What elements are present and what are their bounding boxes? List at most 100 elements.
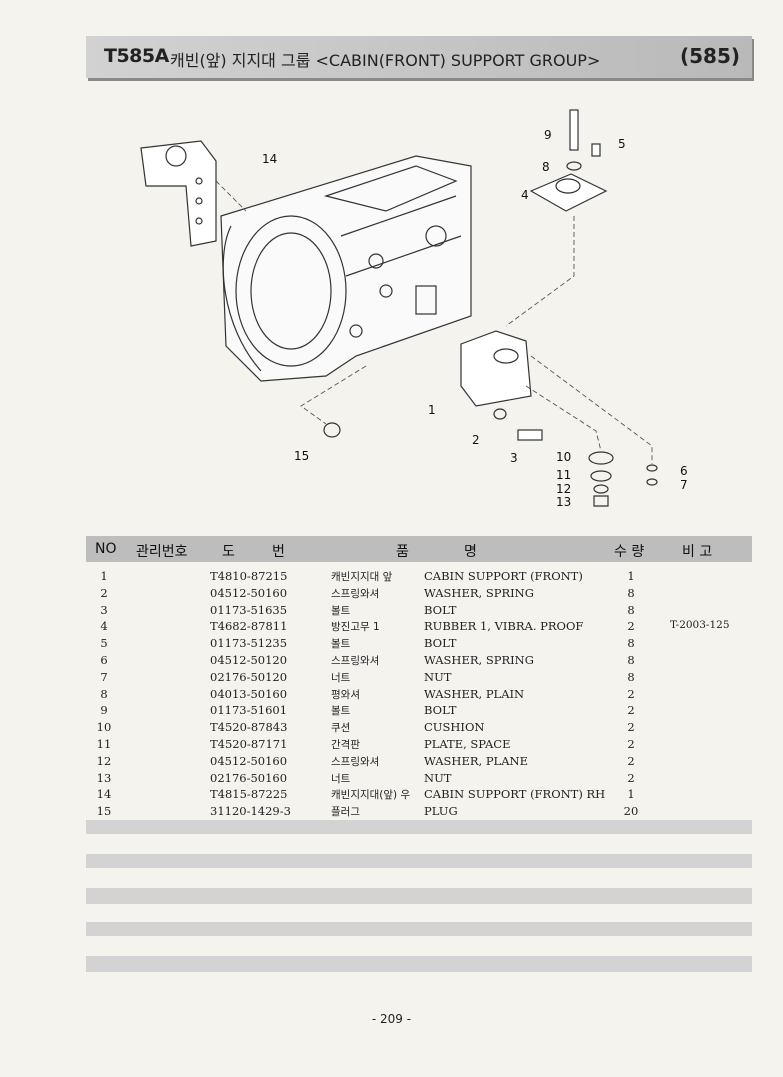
cell-part-number: T4682-87811: [210, 619, 288, 634]
callout-8: 8: [542, 160, 550, 174]
cell-korean-name: 방진고무 1: [331, 621, 380, 634]
cell-part-number: 01173-51601: [210, 703, 288, 718]
cell-english-name: WASHER, PLAIN: [424, 686, 525, 701]
cell-no: 4: [100, 619, 108, 634]
cell-no: 14: [96, 787, 112, 802]
cell-no: 7: [100, 669, 108, 684]
cell-no: 15: [96, 804, 112, 819]
cell-korean-name: 캐빈지지대 앞: [331, 571, 393, 583]
cell-quantity: 2: [627, 770, 635, 785]
header-name-2: 명: [464, 544, 477, 560]
cell-part-number: T4520-87843: [210, 720, 288, 735]
cell-part-number: T4520-87171: [210, 736, 288, 751]
header-drawing-1: 도: [222, 544, 235, 560]
callout-11: 11: [556, 468, 571, 482]
callout-14: 14: [262, 152, 277, 166]
header-mgmt-number: 관리번호: [136, 544, 188, 560]
cell-english-name: PLATE, SPACE: [424, 736, 511, 751]
cell-korean-name: 너트: [331, 772, 351, 785]
cell-english-name: CABIN SUPPORT (FRONT) RH: [424, 787, 606, 802]
header-no: NO: [95, 541, 117, 557]
callout-2: 2: [472, 433, 480, 447]
cell-korean-name: 스프링와셔: [331, 755, 380, 768]
cell-english-name: WASHER, SPRING: [424, 585, 534, 600]
model-code: T585A: [104, 45, 169, 67]
cell-korean-name: 너트: [331, 671, 351, 684]
cell-korean-name: 스프링와셔: [331, 587, 380, 600]
callout-10: 10: [556, 450, 571, 464]
exploded-parts-diagram: 1 2 3 4 5 6 7 8 9 10 11 12 13 14 15: [140, 109, 688, 509]
header-name-1: 품: [396, 544, 409, 560]
cell-quantity: 8: [627, 636, 635, 651]
cell-no: 11: [96, 736, 112, 751]
cell-quantity: 2: [627, 720, 635, 735]
cell-part-number: 04512-50160: [210, 753, 288, 768]
callout-1: 1: [428, 403, 436, 417]
cell-korean-name: 스프링와셔: [331, 654, 380, 667]
cell-quantity: 2: [627, 619, 635, 634]
cell-part-number: 01173-51635: [210, 602, 288, 617]
group-number: (585): [679, 44, 740, 68]
cell-no: 1: [100, 569, 108, 583]
cell-korean-name: 평와셔: [331, 688, 360, 701]
empty-row-band: [86, 854, 752, 868]
cell-quantity: 8: [627, 602, 635, 617]
cell-part-number: 31120-1429-3: [210, 804, 291, 819]
group-title: 캐빈(앞) 지지대 그룹 <CABIN(FRONT) SUPPORT GROUP…: [170, 51, 601, 70]
callout-15: 15: [294, 449, 309, 463]
callout-7: 7: [680, 478, 688, 492]
header-drawing-2: 번: [272, 544, 285, 560]
callout-4: 4: [521, 188, 529, 202]
cell-part-number: 02176-50120: [210, 669, 288, 684]
empty-row-band: [86, 820, 752, 834]
cell-part-number: T4810-87215: [210, 569, 288, 583]
cell-quantity: 2: [627, 753, 635, 768]
cell-english-name: BOLT: [424, 703, 457, 718]
cell-no: 13: [96, 770, 112, 785]
cell-quantity: 8: [627, 585, 635, 600]
cell-english-name: WASHER, SPRING: [424, 652, 534, 667]
table-row: 11 T4520-87171 간격판 PLATE, SPACE 2: [86, 736, 752, 753]
table-row: 5 01173-51235 볼트 BOLT 8: [86, 635, 752, 652]
cell-korean-name: 플러그: [331, 806, 360, 819]
cell-quantity: 1: [627, 787, 635, 802]
callout-13: 13: [556, 495, 571, 509]
cell-english-name: CABIN SUPPORT (FRONT): [424, 569, 583, 583]
cell-no: 10: [96, 720, 112, 735]
cell-korean-name: 볼트: [331, 604, 351, 617]
cell-korean-name: 간격판: [331, 738, 360, 751]
cell-korean-name: 쿠션: [331, 722, 351, 735]
cell-english-name: NUT: [424, 669, 452, 684]
cell-english-name: WASHER, PLANE: [424, 753, 528, 768]
cell-remarks: T-2003-125: [670, 619, 730, 632]
empty-row-band: [86, 922, 752, 936]
cell-english-name: NUT: [424, 770, 452, 785]
cell-quantity: 2: [627, 703, 635, 718]
cell-part-number: T4815-87225: [210, 787, 288, 802]
cell-english-name: RUBBER 1, VIBRA. PROOF: [424, 619, 584, 634]
cell-english-name: PLUG: [424, 804, 458, 819]
callout-9: 9: [544, 128, 552, 142]
cell-no: 5: [100, 636, 108, 651]
cell-part-number: 01173-51235: [210, 636, 288, 651]
parts-table-body: 1 T4810-87215 캐빈지지대 앞 CABIN SUPPORT (FRONT)…: [86, 568, 752, 820]
page-header: T585A 캐빈(앞) 지지대 그룹 <CABIN(FRONT) SUPPORT…: [86, 36, 752, 78]
table-row: 4 T4682-87811 방진고무 1 RUBBER 1, VIBRA. PROOF…: [86, 618, 752, 635]
page-number-footer: - 209 -: [371, 1012, 412, 1026]
callout-6: 6: [680, 464, 688, 478]
cell-quantity: 1: [627, 569, 635, 583]
cell-english-name: BOLT: [424, 636, 457, 651]
cell-quantity: 2: [627, 736, 635, 751]
cell-part-number: 04512-50120: [210, 652, 288, 667]
cell-korean-name: 볼트: [331, 638, 351, 651]
cell-no: 6: [100, 652, 108, 667]
cell-quantity: 20: [623, 804, 639, 819]
parts-table-header: NO 관리번호 도 번 품 명 수 량 비 고: [86, 536, 752, 562]
